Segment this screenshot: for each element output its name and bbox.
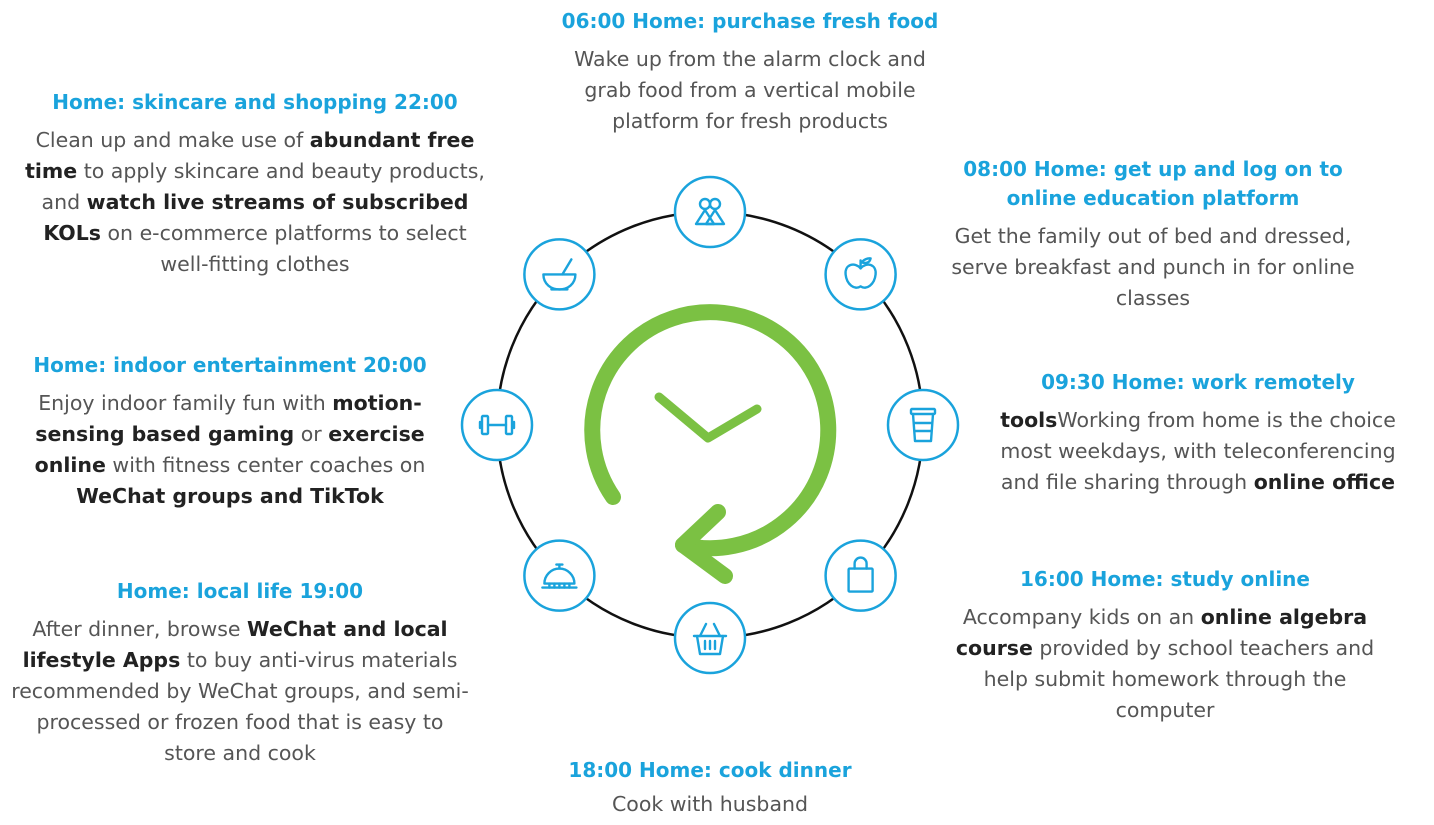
- step-title: Home: skincare and shopping 22:00: [52, 90, 458, 114]
- clock-hands-icon: [654, 392, 762, 443]
- step-title: 09:30 Home: work remotely: [1041, 370, 1355, 394]
- step-1800: 18:00 Home: cook dinner Cook with husban…: [540, 756, 880, 820]
- emphasis-text: tools: [1000, 408, 1058, 432]
- emphasis-text: WeChat groups and TikTok: [76, 484, 384, 508]
- emphasis-text: exercise online: [34, 422, 425, 477]
- step-description: Wake up from the alarm clock and grab fo…: [560, 44, 940, 137]
- body-text: Wake up from the alarm clock and grab fo…: [574, 47, 926, 133]
- body-text: Get the family out of bed and dressed, s…: [951, 224, 1355, 310]
- body-text: provided by school teachers and help sub…: [983, 636, 1375, 722]
- body-text: Accompany kids on an: [962, 605, 1201, 629]
- step-title: 08:00 Home: get up and log on to online …: [963, 157, 1343, 210]
- body-text: After dinner, browse: [32, 617, 248, 641]
- step-0800: 08:00 Home: get up and log on to online …: [928, 155, 1378, 314]
- step-title: 16:00 Home: study online: [1020, 567, 1310, 591]
- emphasis-text: abundant free time: [25, 128, 475, 183]
- step-0600: 06:00 Home: purchase fresh food Wake up …: [530, 7, 970, 137]
- body-text: Working from home is the choice most wee…: [1000, 408, 1396, 494]
- body-text: to apply skincare and beauty products, a…: [41, 159, 485, 214]
- step-1900: Home: local life 19:00 After dinner, bro…: [10, 577, 470, 769]
- body-text: or: [294, 422, 329, 446]
- step-description: After dinner, browse WeChat and local li…: [10, 614, 470, 769]
- step-title: Home: local life 19:00: [116, 579, 364, 603]
- basket-icon: [673, 601, 747, 675]
- step-description: toolsWorking from home is the choice mos…: [978, 405, 1418, 498]
- step-description: Cook with husband: [540, 789, 880, 820]
- body-text: to buy anti-virus materials recommended …: [11, 648, 469, 765]
- body-text: on e-commerce platforms to select well-f…: [101, 221, 467, 276]
- body-text: Clean up and make use of: [35, 128, 310, 152]
- apple-icon: [824, 238, 897, 311]
- emphasis-text: motion-sensing based gaming: [35, 391, 422, 446]
- step-0930: 09:30 Home: work remotely toolsWorking f…: [978, 368, 1418, 498]
- step-1600: 16:00 Home: study online Accompany kids …: [945, 565, 1385, 726]
- emphasis-text: watch live streams of subscribed KOLs: [43, 190, 469, 245]
- coffee-cup-icon: [886, 388, 960, 462]
- step-title: 06:00 Home: purchase fresh food: [561, 9, 939, 33]
- step-2200: Home: skincare and shopping 22:00 Clean …: [20, 88, 490, 280]
- emphasis-text: WeChat and local lifestyle Apps: [22, 617, 448, 672]
- step-description: Accompany kids on an online algebra cour…: [945, 602, 1385, 726]
- body-text: Cook with husband: [611, 792, 809, 816]
- body-text: with fitness center coaches on: [105, 453, 426, 477]
- step-title: Home: indoor entertainment 20:00: [33, 353, 427, 377]
- step-2000: Home: indoor entertainment 20:00 Enjoy i…: [0, 351, 460, 512]
- body-text: Enjoy indoor family fun with: [38, 391, 333, 415]
- dumbbell-icon: [460, 388, 534, 462]
- step-description: Clean up and make use of abundant free t…: [20, 125, 490, 280]
- women-icon: [673, 175, 747, 249]
- step-title: 18:00 Home: cook dinner: [568, 758, 852, 782]
- emphasis-text: online algebra course: [955, 605, 1368, 660]
- bowl-icon: [523, 238, 596, 311]
- step-description: Get the family out of bed and dressed, s…: [928, 221, 1378, 314]
- step-description: Enjoy indoor family fun with motion-sens…: [0, 388, 460, 512]
- cycle-arrow: [584, 304, 837, 584]
- emphasis-text: online office: [1253, 470, 1396, 494]
- food-dome-icon: [523, 539, 596, 612]
- shopping-bag-icon: [824, 539, 897, 612]
